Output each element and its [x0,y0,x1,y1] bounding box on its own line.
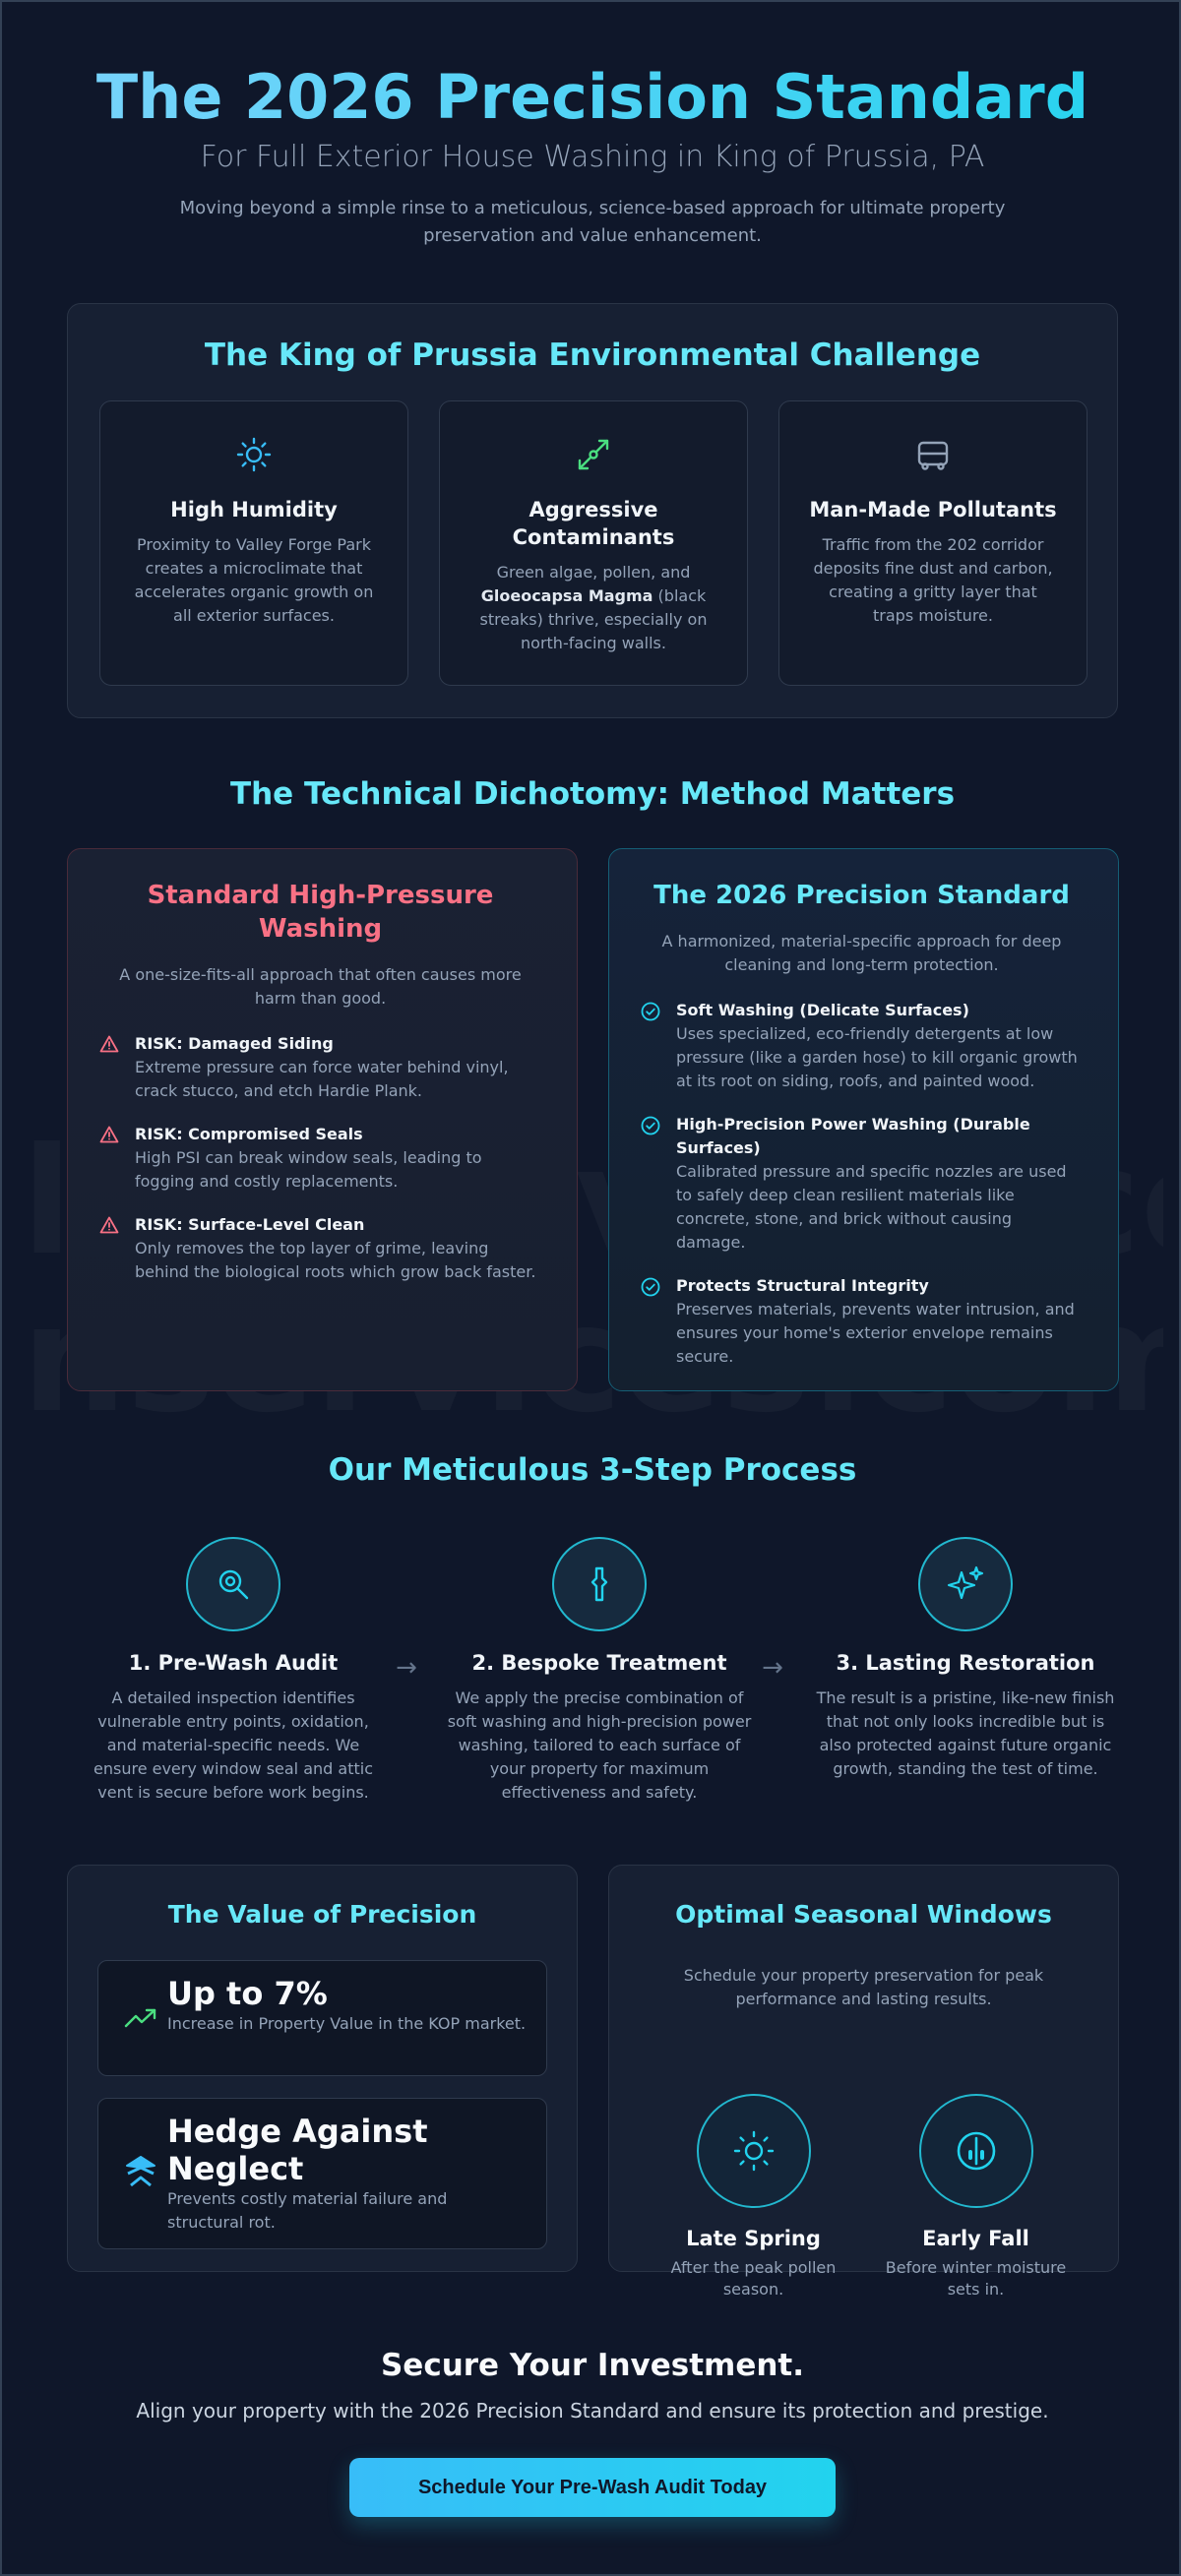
contaminants-arrows-icon [469,433,717,476]
standard-method-title: Standard High-Pressure Washing [147,881,494,944]
season-title: Early Fall [922,2227,1029,2250]
environment-section: The King of Prussia Environmental Challe… [67,303,1118,718]
risk-title: RISK: Damaged Siding [135,1034,334,1053]
env-card-text-part: Green algae, pollen, and [496,563,691,582]
env-card-contaminants: Aggressive Contaminants Green algae, pol… [439,400,748,686]
benefit-text: Preserves materials, prevents water intr… [676,1300,1075,1366]
layers-shield-icon [114,2113,167,2235]
standard-method-card: Standard High-Pressure Washing A one-siz… [67,848,578,1391]
season-text: Before winter moisture sets in. [885,2258,1067,2299]
warning-icon [99,1213,135,1284]
check-circle-icon [641,1274,676,1369]
step-title: 3. Lasting Restoration [836,1651,1095,1675]
env-card-text: Traffic from the 202 corridor deposits f… [813,535,1053,625]
value-item: Up to 7% Increase in Property Value in th… [97,1960,547,2076]
warning-icon [99,1123,135,1194]
sparkles-icon [918,1537,1013,1631]
step-text: A detailed inspection identifies vulnera… [93,1688,373,1802]
precision-method-title: The 2026 Precision Standard [653,881,1070,910]
risk-title: RISK: Surface-Level Clean [135,1215,365,1234]
step-title: 1. Pre-Wash Audit [128,1651,339,1675]
risk-text: Extreme pressure can force water behind … [135,1058,509,1100]
page-title: The 2026 Precision Standard [2,59,1179,136]
season-item: Early Fall Before winter moisture sets i… [882,2094,1071,2300]
benefit-title: Protects Structural Integrity [676,1276,929,1295]
magnifier-icon [186,1537,280,1631]
environment-title: The King of Prussia Environmental Challe… [204,337,981,373]
seasons-title: Optimal Seasonal Windows [675,1900,1052,1929]
benefit-text: Calibrated pressure and specific nozzles… [676,1162,1067,1252]
risk-text: High PSI can break window seals, leading… [135,1148,482,1191]
page-description: Moving beyond a simple rinse to a meticu… [179,198,1006,246]
check-circle-icon [641,1113,676,1255]
value-text: Prevents costly material failure and str… [167,2189,448,2232]
env-card-text-bold: Gloeocapsa Magma [480,586,653,605]
env-card-humidity: High Humidity Proximity to Valley Forge … [99,400,408,686]
step-text: The result is a pristine, like-new finis… [816,1688,1115,1778]
dichotomy-title: The Technical Dichotomy: Method Matters [229,776,956,812]
warning-icon [99,1032,135,1103]
season-item: Late Spring After the peak pollen season… [659,2094,848,2300]
cta-title: Secure Your Investment. [380,2348,805,2383]
precision-method-lead: A harmonized, material-specific approach… [661,932,1062,974]
process-steps: 1. Pre-Wash Audit A detailed inspection … [81,1537,1114,1812]
standard-method-lead: A one-size-fits-all approach that often … [119,965,522,1008]
risk-title: RISK: Compromised Seals [135,1125,363,1143]
thermometer-icon [918,2094,1033,2208]
env-card-text: Proximity to Valley Forge Park creates a… [134,535,374,625]
step-title: 2. Bespoke Treatment [471,1651,727,1675]
benefit-item: High-Precision Power Washing (Durable Su… [641,1113,1083,1255]
arrow-right-icon: → [396,1653,417,1683]
precision-method-card: The 2026 Precision Standard A harmonized… [608,848,1119,1391]
env-card-text: Green algae, pollen, and Gloeocapsa Magm… [469,561,717,655]
benefit-item: Soft Washing (Delicate Surfaces) Uses spe… [641,999,1083,1093]
risk-text: Only removes the top layer of grime, lea… [135,1239,536,1281]
sun-humidity-icon [130,433,378,476]
environment-cards: High Humidity Proximity to Valley Forge … [99,400,1088,686]
arrow-right-icon: → [762,1653,783,1683]
benefit-title: Soft Washing (Delicate Surfaces) [676,1001,969,1019]
value-section: The Value of Precision Up to 7% Increase … [67,1865,578,2272]
schedule-audit-button[interactable]: Schedule Your Pre-Wash Audit Today [349,2458,836,2517]
seasons-lead: Schedule your property preservation for … [683,1966,1044,2008]
value-text: Increase in Property Value in the KOP ma… [167,2014,527,2033]
cta-section: Secure Your Investment. Align your prope… [2,2346,1179,2517]
season-items: Late Spring After the peak pollen season… [609,2094,1120,2300]
vehicle-icon [809,433,1057,476]
step-text: We apply the precise combination of soft… [447,1688,752,1802]
env-card-title: Man-Made Pollutants [809,498,1057,521]
sun-icon [696,2094,811,2208]
process-step: 1. Pre-Wash Audit A detailed inspection … [81,1537,386,1805]
check-circle-icon [641,999,676,1093]
trend-up-icon [114,1975,167,2061]
env-card-title: High Humidity [170,498,338,521]
env-card-text-part: (black streaks) thrive, especially on no… [479,586,708,652]
value-title: The Value of Precision [167,1900,477,1929]
value-headline: Up to 7% [167,1975,328,2012]
spray-nozzle-icon [552,1537,647,1631]
benefit-list: Soft Washing (Delicate Surfaces) Uses spe… [641,999,1083,1369]
benefit-text: Uses specialized, eco-friendly detergent… [676,1024,1078,1090]
env-card-pollutants: Man-Made Pollutants Traffic from the 202… [778,400,1088,686]
process-step: 2. Bespoke Treatment We apply the precis… [447,1537,752,1805]
process-title: Our Meticulous 3-Step Process [328,1452,857,1488]
env-card-title: Aggressive Contaminants [512,498,675,549]
seasons-section: Optimal Seasonal Windows Schedule your p… [608,1865,1119,2299]
page-subtitle: For Full Exterior House Washing in King … [200,140,985,174]
benefit-title: High-Precision Power Washing (Durable Su… [676,1115,1030,1157]
process-step: 3. Lasting Restoration The result is a p… [813,1537,1118,1781]
cta-text: Align your property with the 2026 Precis… [136,2399,1049,2423]
hero: The 2026 Precision Standard For Full Ext… [2,59,1179,250]
value-headline: Hedge Against Neglect [167,2113,428,2187]
season-title: Late Spring [686,2227,821,2250]
season-text: After the peak pollen season. [670,2258,837,2299]
